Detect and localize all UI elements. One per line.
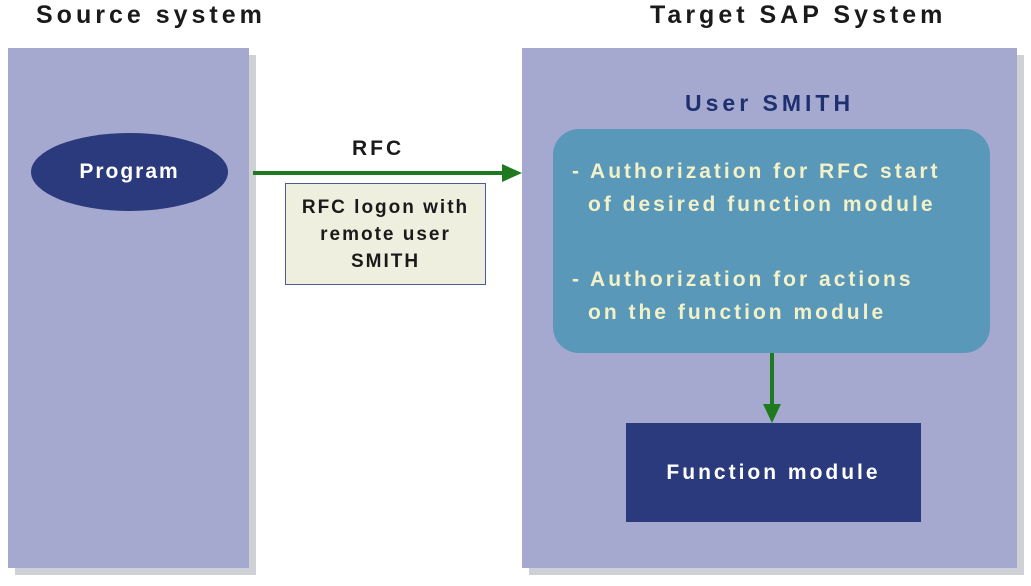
function-module-node: Function module xyxy=(626,423,921,522)
source-system-panel xyxy=(8,48,249,568)
authorization-box xyxy=(553,129,990,353)
rfc-label: RFC xyxy=(352,137,405,160)
rfc-arrow xyxy=(253,164,522,182)
authorization-item-line: on the function module xyxy=(588,301,887,324)
authorization-item-line: - Authorization for actions xyxy=(572,268,914,291)
authorization-item-actions: - Authorization for actions on the funct… xyxy=(572,263,914,329)
program-node: Program xyxy=(31,133,228,211)
authorization-item-line: - Authorization for RFC start xyxy=(572,160,941,183)
target-system-heading: Target SAP System xyxy=(650,1,947,29)
program-label: Program xyxy=(79,160,180,183)
user-smith-label: User SMITH xyxy=(685,90,855,116)
rfc-logon-note: RFC logon with remote user SMITH xyxy=(285,183,486,285)
authorization-item-rfc-start: - Authorization for RFC start of desired… xyxy=(572,155,941,221)
authorization-item-line: of desired function module xyxy=(588,193,936,216)
source-system-heading: Source system xyxy=(36,1,266,29)
function-module-label: Function module xyxy=(666,460,881,484)
